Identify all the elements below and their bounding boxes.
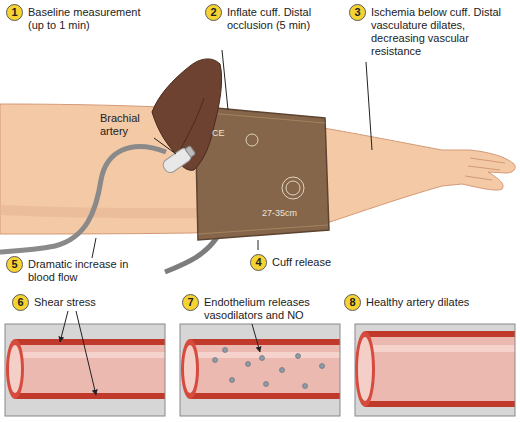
ultrasound-probe [161,144,197,175]
leader-arrow [60,311,68,342]
step-marker: 1 Baseline measurement (up to 1 min) [6,4,153,32]
step-text: Endothelium releases vasodilators and NO [204,294,354,322]
leader-arrow [252,324,260,352]
artery-panel [355,324,515,416]
cuff [195,106,329,240]
step-text: Shear stress [34,294,174,309]
callout-number: 7 [182,294,199,311]
callout-number: 8 [344,294,361,311]
callout-number: 2 [205,4,222,21]
step-marker: 5 Dramatic increase in blood flow [6,256,148,284]
callout-number: 5 [6,256,23,273]
cuff-tube [165,236,218,272]
callout-number: 3 [349,4,366,21]
finger-line [180,98,204,150]
cuff-mark [282,177,304,199]
probe-cable [0,147,166,252]
leader-line [154,138,176,154]
step-text: Ischemia below cuff. Distal vasculature … [371,4,506,58]
leader-line [366,62,372,150]
cuff-mark [286,181,300,195]
callout-number: 1 [6,4,23,21]
step-marker: 8 Healthy artery dilates [344,294,516,309]
cuff-seam [197,112,328,234]
step-marker: 6 Shear stress [12,294,174,309]
step-text: Cuff release [272,254,372,269]
cuff-mark [246,134,258,146]
step-text: Healthy artery dilates [366,294,516,309]
callout-number: 4 [250,254,267,271]
step-text: Dramatic increase in blood flow [28,256,148,284]
artery-panel [180,324,340,416]
callout-number: 6 [12,294,29,311]
artery-panel [5,324,165,416]
step-marker: 4 Cuff release [250,254,372,269]
cuff-marking: CE [212,128,232,138]
cuff-marking: 27-35cm [262,208,312,218]
leader-line [222,50,228,110]
leader-line [258,240,259,250]
step-text: Inflate cuff. Distal occlusion (5 min) [227,4,322,32]
step-marker: 3 Ischemia below cuff. Distal vasculature… [349,4,506,58]
step-marker: 2 Inflate cuff. Distal occlusion (5 min) [205,4,322,32]
part-label: Brachial artery [100,112,152,138]
leader-arrow [76,311,96,395]
step-text: Baseline measurement (up to 1 min) [28,4,153,32]
leader-line [92,238,96,258]
finger-lines [465,158,505,180]
step-marker: 7 Endothelium releases vasodilators and N… [182,294,354,322]
